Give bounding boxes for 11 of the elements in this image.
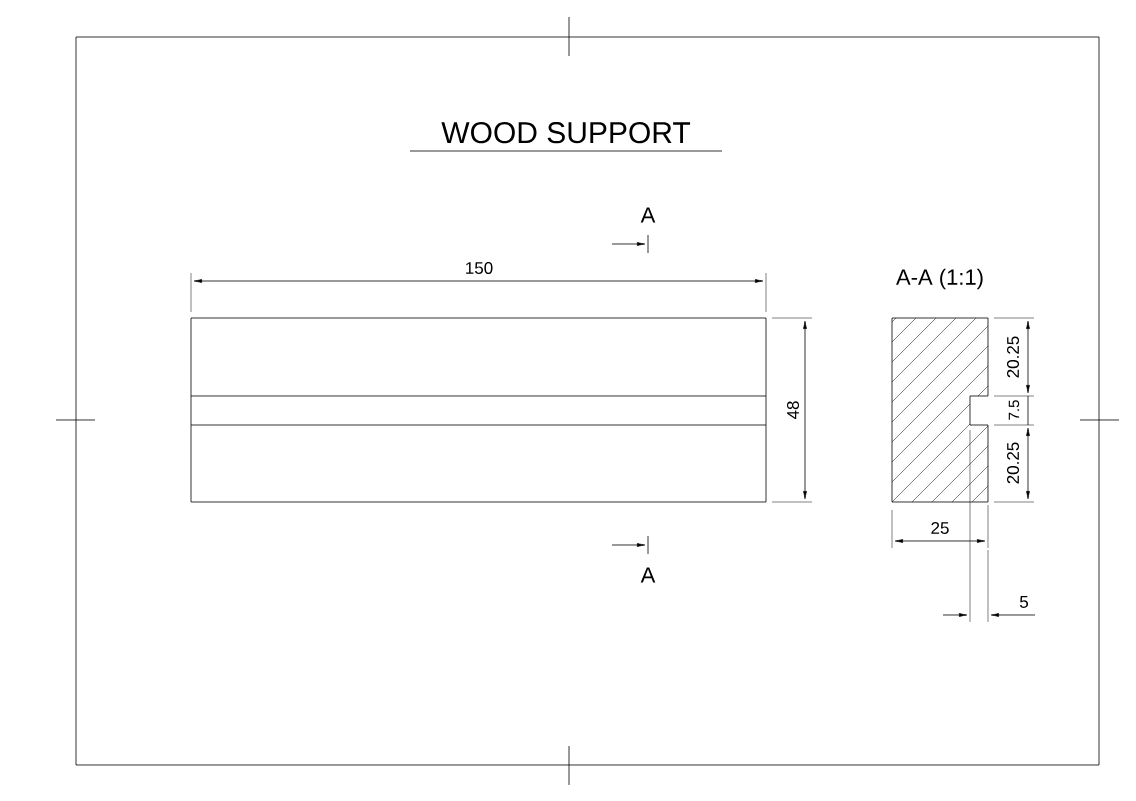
title: WOOD SUPPORT [441,122,691,144]
dimension-text: 150 [466,262,493,274]
dimension-text: 25 [931,522,949,534]
section-label: A-A (1:1) [896,268,983,290]
dimension-text: 48 [787,401,800,420]
section-letter: A [640,207,656,223]
dimension-text: 20.25 [1007,336,1020,378]
dimension-text: 20.25 [1007,442,1020,484]
section-letter: A [640,567,656,583]
dimension-text: 5 [1019,596,1028,608]
dimension-text: 7.5 [1008,400,1020,420]
